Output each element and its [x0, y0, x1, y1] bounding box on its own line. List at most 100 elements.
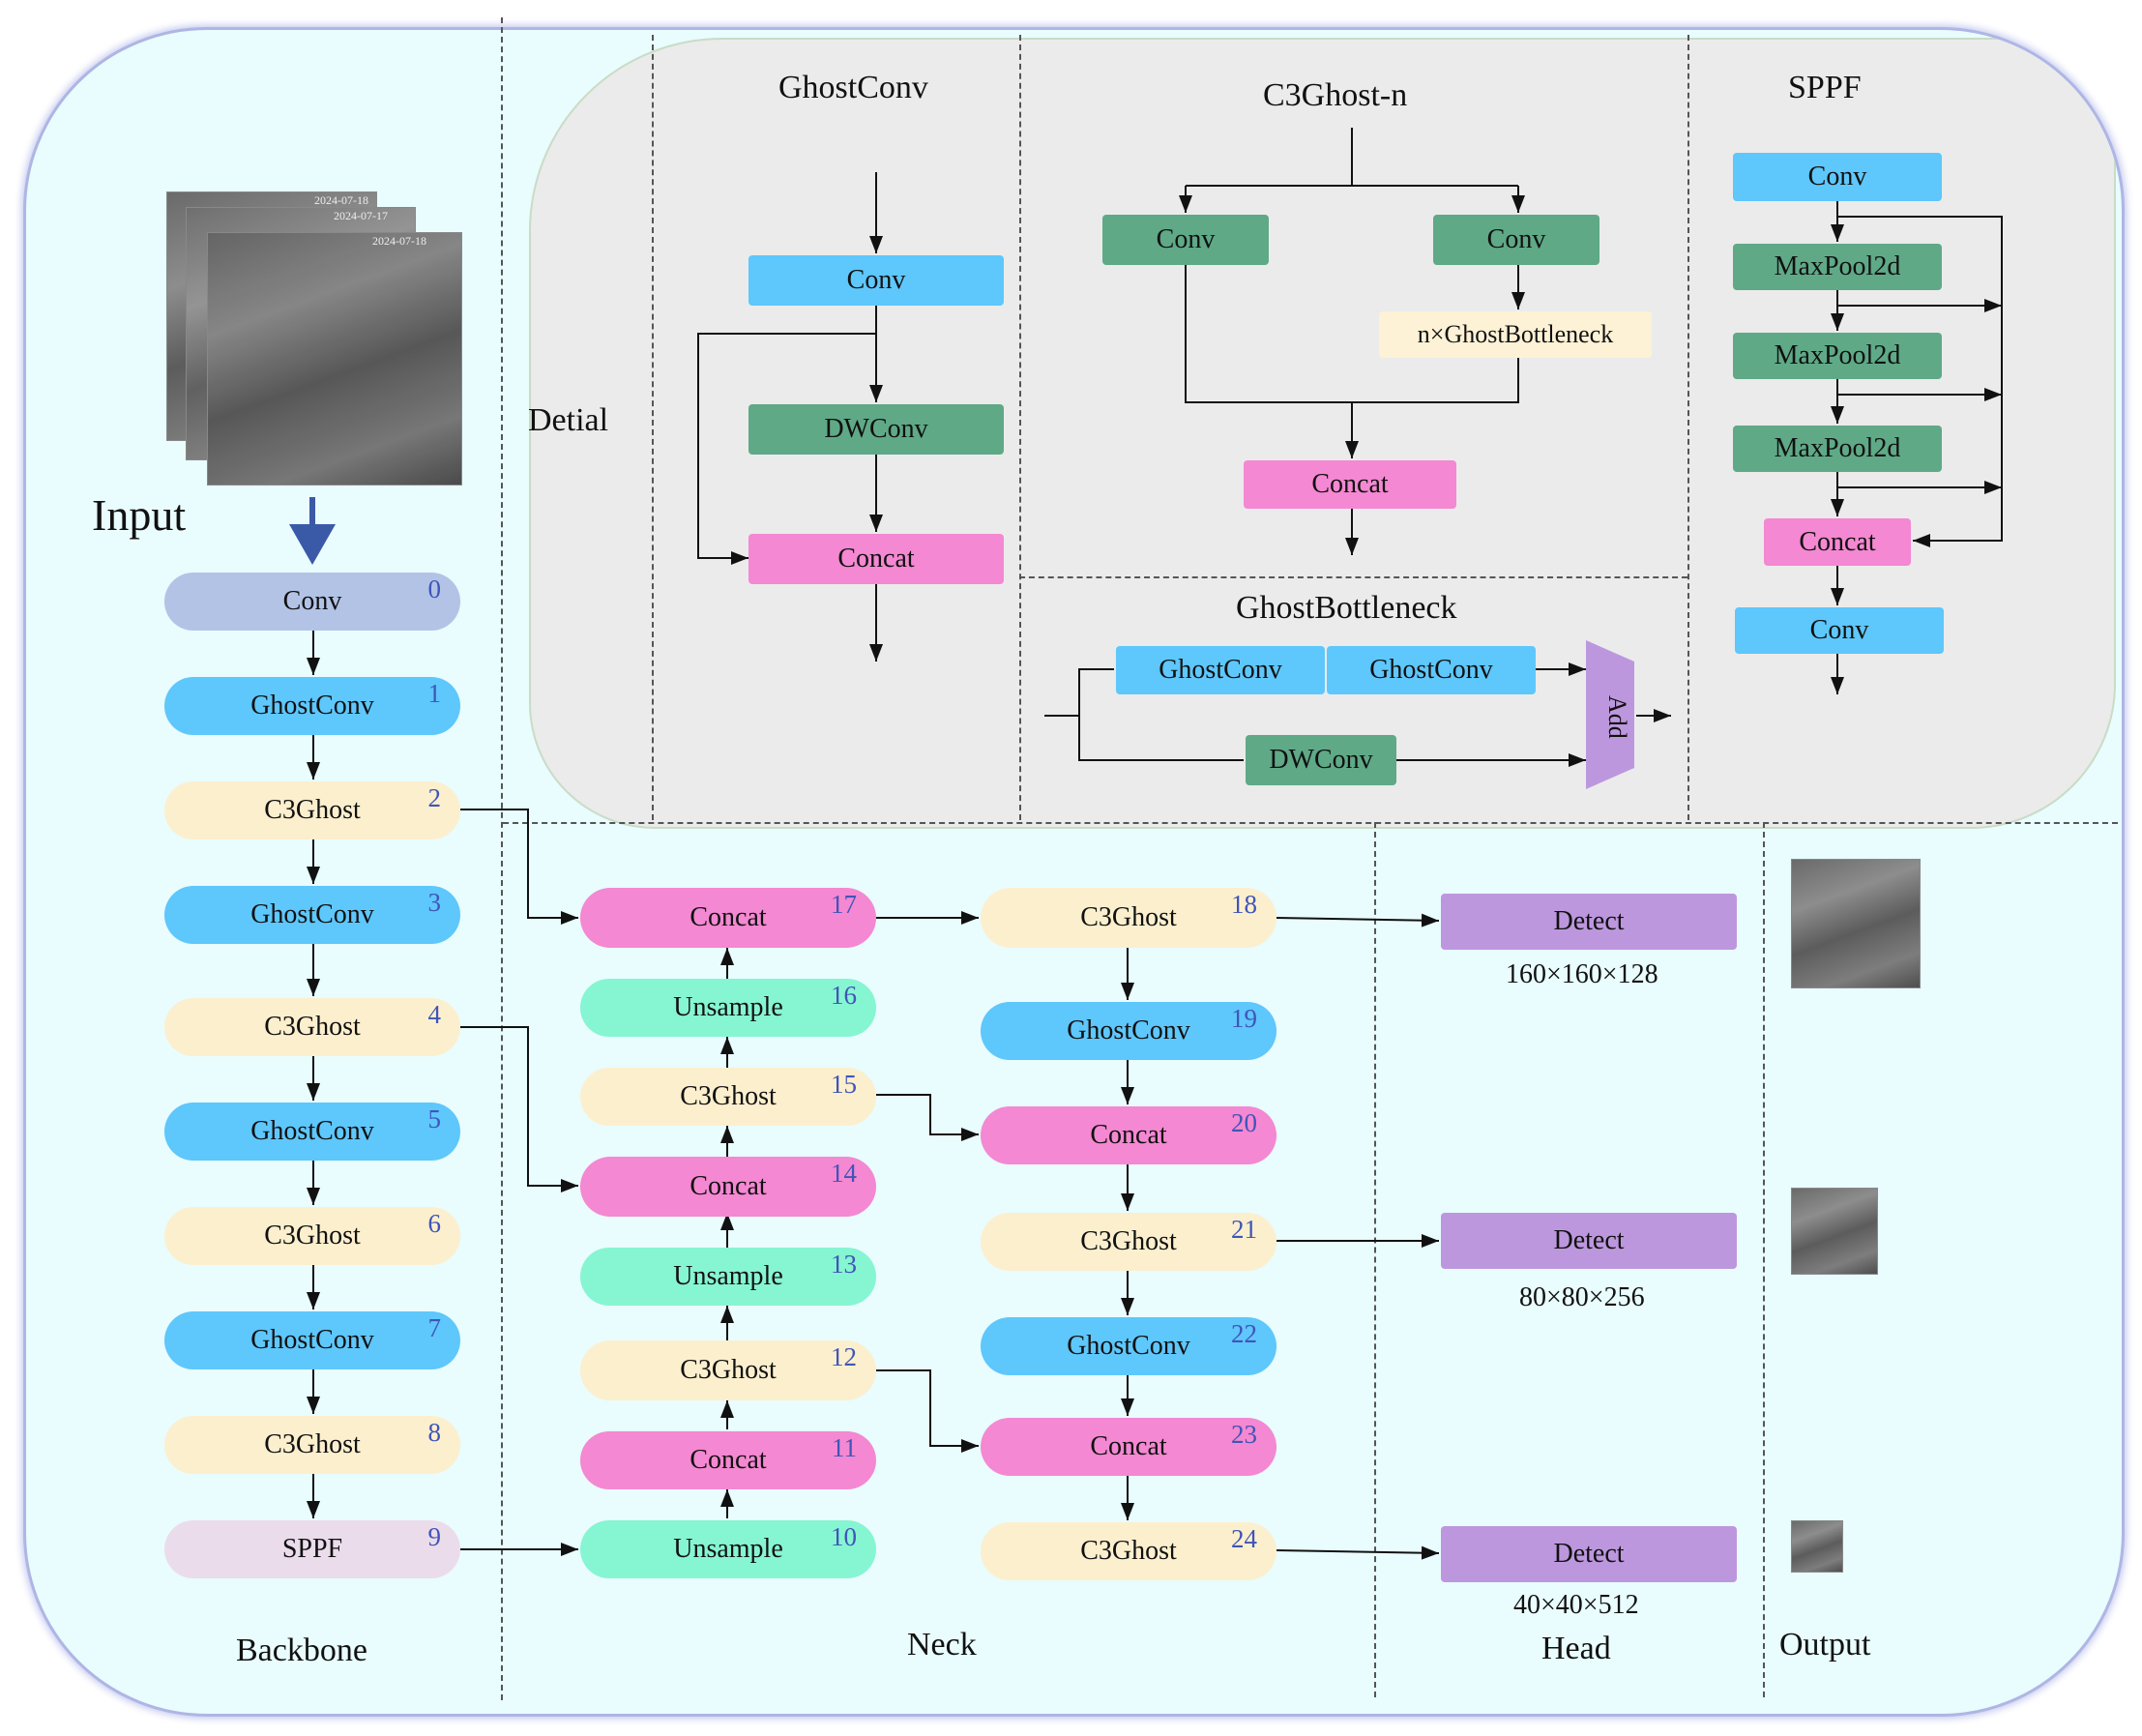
block-label: n×GhostBottleneck	[1417, 320, 1614, 348]
neck-block-12: C3Ghost 12	[580, 1340, 876, 1400]
detect-block-1: Detect	[1441, 894, 1737, 950]
block-label: DWConv	[824, 414, 928, 444]
ghostbottleneck-detail-title: GhostBottleneck	[1236, 590, 1457, 626]
neck-block-16: Unsample 16	[580, 979, 876, 1037]
layer-number: 6	[427, 1209, 442, 1238]
layer-number: 5	[427, 1104, 442, 1133]
backbone-block-3: GhostConv 3	[164, 886, 460, 944]
block-label: C3Ghost	[264, 1429, 361, 1459]
timestamp-2: 2024-07-17	[334, 209, 388, 222]
block-label: GhostConv	[1067, 1331, 1190, 1361]
head-label: Head	[1541, 1631, 1611, 1666]
block-label: Concat	[690, 1445, 767, 1475]
c3ghost-detail-bottleneck: n×GhostBottleneck	[1379, 311, 1652, 358]
layer-number: 23	[1231, 1420, 1257, 1449]
block-label: Concat	[1090, 1120, 1167, 1150]
detail-divider-2	[1019, 35, 1021, 820]
sppf-maxpool-3: MaxPool2d	[1733, 426, 1942, 472]
layer-number: 2	[427, 783, 442, 812]
layer-number: 7	[427, 1313, 442, 1342]
layer-number: 8	[427, 1418, 442, 1447]
layer-number: 3	[427, 888, 442, 917]
block-label: Detect	[1553, 1225, 1625, 1255]
block-label: MaxPool2d	[1774, 340, 1901, 370]
layer-number: 17	[831, 890, 857, 919]
sppf-detail-title: SPPF	[1788, 70, 1862, 105]
neck-head-divider	[1374, 822, 1376, 1697]
block-label: Concat	[690, 1171, 767, 1201]
block-label: Detect	[1553, 906, 1625, 936]
sppf-conv-bottom: Conv	[1735, 607, 1944, 654]
sppf-maxpool-1: MaxPool2d	[1733, 244, 1942, 290]
backbone-block-0: Conv 0	[164, 573, 460, 631]
c3ghost-detail-conv-left: Conv	[1102, 215, 1269, 265]
block-label: Conv	[1809, 615, 1869, 645]
layer-number: 21	[1231, 1215, 1257, 1244]
timestamp-3: 2024-07-18	[372, 234, 426, 248]
layer-number: 16	[831, 981, 857, 1010]
backbone-block-8: C3Ghost 8	[164, 1416, 460, 1474]
block-label: C3Ghost	[264, 1012, 361, 1042]
block-label: Unsample	[673, 992, 783, 1022]
block-label: GhostConv	[250, 899, 374, 929]
block-label: GhostConv	[250, 1325, 374, 1355]
detail-divider-3	[1687, 35, 1689, 820]
block-label: Conv	[1156, 224, 1216, 254]
detail-label: Detial	[528, 402, 609, 438]
layer-number: 1	[427, 679, 442, 708]
block-label: C3Ghost	[1080, 1226, 1177, 1256]
block-label: Concat	[1311, 469, 1389, 499]
layer-number: 20	[1231, 1108, 1257, 1137]
block-label: MaxPool2d	[1774, 251, 1901, 281]
sppf-conv-top: Conv	[1733, 153, 1942, 201]
head-output-divider	[1763, 822, 1765, 1697]
ghostbottleneck-ghostconv-b: GhostConv	[1327, 646, 1536, 694]
detect-size-1: 160×160×128	[1506, 959, 1658, 989]
layer-number: 10	[831, 1522, 857, 1551]
block-label: Concat	[1090, 1431, 1167, 1461]
detect-size-3: 40×40×512	[1513, 1590, 1639, 1620]
block-label: GhostConv	[1159, 655, 1282, 685]
block-label: Conv	[1486, 224, 1546, 254]
detail-divider-4	[1019, 576, 1687, 578]
neck-block-10: Unsample 10	[580, 1520, 876, 1578]
layer-number: 19	[1231, 1004, 1257, 1033]
layer-number: 9	[427, 1522, 442, 1551]
neck-block-23: Concat 23	[981, 1418, 1276, 1476]
backbone-divider	[501, 17, 503, 1700]
add-block	[1586, 640, 1634, 789]
block-label: C3Ghost	[680, 1355, 777, 1385]
layer-number: 12	[831, 1342, 857, 1371]
layer-number: 15	[831, 1070, 857, 1099]
backbone-label: Backbone	[236, 1633, 367, 1668]
layer-number: 18	[1231, 890, 1257, 919]
block-label: DWConv	[1269, 745, 1373, 775]
add-label: Add	[1603, 695, 1631, 739]
block-label: Conv	[282, 586, 342, 616]
backbone-block-2: C3Ghost 2	[164, 781, 460, 839]
backbone-block-5: GhostConv 5	[164, 1103, 460, 1161]
layer-number: 0	[427, 574, 442, 603]
block-label: GhostConv	[250, 1116, 374, 1146]
block-label: Conv	[1807, 162, 1867, 191]
block-label: Unsample	[673, 1534, 783, 1564]
block-label: Concat	[1799, 526, 1876, 557]
neck-block-20: Concat 20	[981, 1106, 1276, 1164]
block-label: Concat	[837, 544, 915, 574]
block-label: GhostConv	[250, 691, 374, 721]
block-label: C3Ghost	[264, 795, 361, 825]
detect-size-2: 80×80×256	[1519, 1282, 1645, 1312]
detect-block-3: Detect	[1441, 1526, 1737, 1582]
